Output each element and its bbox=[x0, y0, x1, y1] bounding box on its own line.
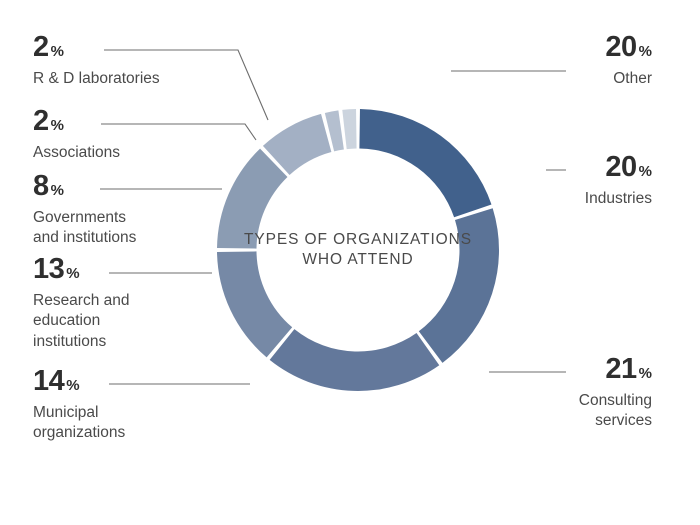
callout-caption: Industries bbox=[584, 190, 652, 207]
callout-caption: Research and education institutions bbox=[33, 292, 130, 350]
percent-symbol: % bbox=[638, 43, 652, 60]
percent-value: 20 bbox=[605, 31, 637, 63]
callout-caption: R & D laboratories bbox=[33, 70, 160, 87]
percent-symbol: % bbox=[66, 265, 80, 282]
percent-symbol: % bbox=[66, 377, 80, 394]
callout-caption: Governments and institutions bbox=[33, 209, 137, 247]
percent-value: 13 bbox=[33, 253, 65, 285]
callout-percent: 20% bbox=[585, 153, 652, 182]
callout-percent: 20% bbox=[605, 33, 652, 62]
donut-slice[interactable]: Other 20% bbox=[359, 109, 492, 218]
percent-symbol: % bbox=[638, 365, 652, 382]
donut-svg: Other 20%Industries 20%Consulting servic… bbox=[217, 109, 499, 391]
donut-slice[interactable]: R & D laboratories 2% bbox=[342, 109, 357, 150]
percent-value: 20 bbox=[605, 151, 637, 183]
callout-rd-laboratories: 2% R & D laboratories bbox=[33, 33, 160, 89]
donut-slice[interactable]: Associations 2% bbox=[324, 110, 344, 152]
donut-slice[interactable]: Municipal organizations 14% bbox=[217, 251, 293, 358]
callout-percent: 21% bbox=[579, 355, 652, 384]
donut-slice[interactable]: Governments and institutions 8% bbox=[262, 113, 332, 176]
percent-symbol: % bbox=[50, 43, 64, 60]
callout-percent: 2% bbox=[33, 33, 160, 62]
callout-municipal-organizations: 14% Municipal organizations bbox=[33, 367, 125, 444]
donut-slice[interactable]: Industries 20% bbox=[418, 208, 499, 363]
callout-percent: 14% bbox=[33, 367, 125, 396]
percent-value: 2 bbox=[33, 31, 49, 63]
percent-value: 14 bbox=[33, 365, 65, 397]
callout-associations: 2% Associations bbox=[33, 107, 120, 163]
callout-percent: 8% bbox=[33, 172, 136, 201]
percent-symbol: % bbox=[50, 117, 64, 134]
callout-consulting-services: 21% Consulting services bbox=[579, 355, 652, 432]
callout-percent: 13% bbox=[33, 255, 130, 284]
percent-symbol: % bbox=[638, 163, 652, 180]
callout-caption: Municipal organizations bbox=[33, 404, 126, 442]
percent-value: 8 bbox=[33, 170, 49, 202]
donut-slice[interactable]: Research and education institutions 13% bbox=[217, 148, 288, 249]
donut-chart: Other 20%Industries 20%Consulting servic… bbox=[215, 107, 501, 393]
percent-value: 21 bbox=[605, 353, 637, 385]
callout-other: 20% Other bbox=[605, 33, 652, 89]
donut-slice[interactable]: Consulting services 21% bbox=[269, 329, 440, 391]
callout-caption: Other bbox=[613, 70, 652, 87]
callout-caption: Consulting services bbox=[578, 392, 652, 430]
percent-value: 2 bbox=[33, 105, 49, 137]
donut-slices: Other 20%Industries 20%Consulting servic… bbox=[217, 109, 499, 391]
callout-percent: 2% bbox=[33, 107, 120, 136]
callout-caption: Associations bbox=[33, 144, 121, 161]
callout-industries: 20% Industries bbox=[585, 153, 652, 209]
callout-governments-and-institutions: 8% Governments and institutions bbox=[33, 172, 136, 249]
callout-research-and-education-institutions: 13% Research and education institutions bbox=[33, 255, 130, 352]
percent-symbol: % bbox=[50, 182, 64, 199]
